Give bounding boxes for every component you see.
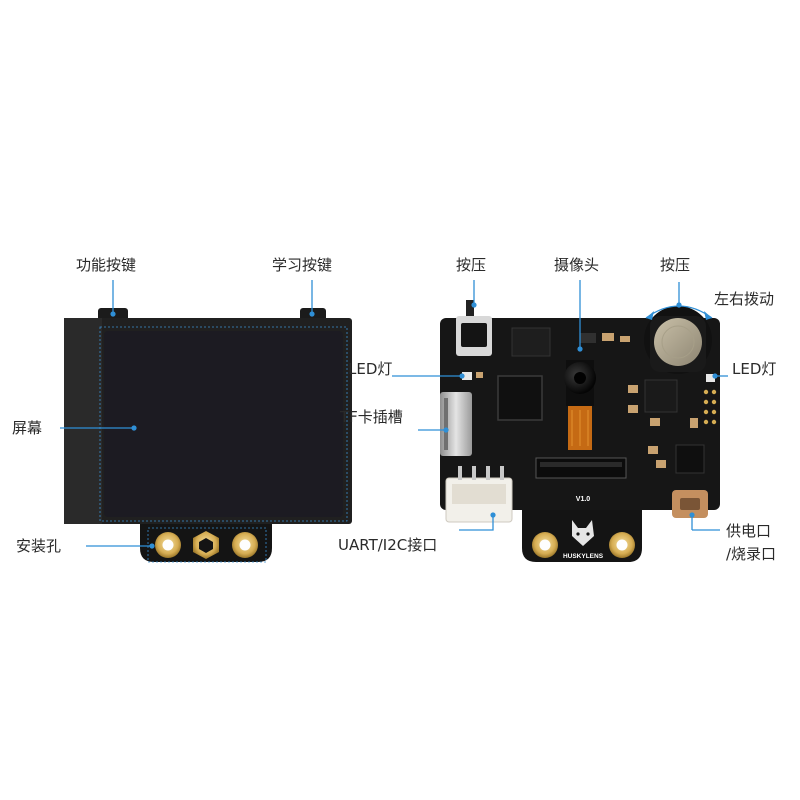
- board-brand: HUSKYLENS: [563, 553, 604, 560]
- label-led-right: LED灯: [732, 360, 777, 378]
- label-dial: 左右拨动: [714, 290, 775, 308]
- back-view-device: V1.0 HUSKYLENS: [440, 300, 720, 562]
- label-press-right: 按压: [660, 256, 691, 274]
- label-power-port-1: 供电口: [726, 522, 772, 540]
- label-camera: 摄像头: [554, 256, 600, 274]
- fpc-connector: [535, 457, 627, 479]
- main-chip: [497, 375, 543, 421]
- led-left: [462, 372, 472, 380]
- label-mount-hole: 安装孔: [16, 537, 62, 555]
- label-power-port-2: /烧录口: [726, 545, 777, 563]
- label-learn-button: 学习按键: [272, 256, 333, 274]
- display-screen: [104, 331, 343, 517]
- housing-side: [64, 318, 102, 524]
- label-function-button: 功能按键: [76, 256, 137, 274]
- arrow-left-icon: [646, 311, 654, 320]
- label-tf-slot: TF卡插槽: [340, 408, 403, 426]
- front-view-device: [64, 308, 352, 563]
- callout-dots: [110, 302, 718, 549]
- arrow-right-icon: [704, 311, 712, 320]
- screen-highlight: [99, 326, 348, 522]
- board-version: V1.0: [576, 496, 591, 503]
- label-led-left: LED灯: [348, 360, 393, 378]
- label-press-left: 按压: [456, 256, 487, 274]
- label-screen: 屏幕: [12, 419, 43, 437]
- label-uart-port: UART/I2C接口: [338, 536, 438, 554]
- dial-knob: [654, 318, 702, 366]
- led-right: [706, 374, 715, 382]
- brand-logo-icon: [572, 520, 594, 546]
